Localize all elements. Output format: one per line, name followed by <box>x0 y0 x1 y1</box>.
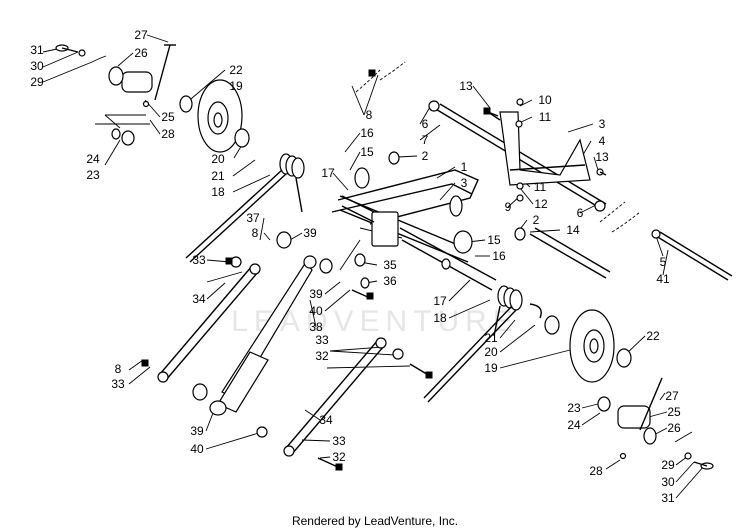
callout-10: 10 <box>538 93 552 107</box>
callout-26-right: 26 <box>667 421 681 435</box>
callout-29-right: 29 <box>661 458 675 472</box>
leader-lines <box>42 34 705 499</box>
callout-3-center: 3 <box>460 176 468 190</box>
callout-18: 18 <box>211 185 225 199</box>
callout-41: 41 <box>656 272 670 286</box>
callout-31-right: 31 <box>661 491 675 505</box>
callout-34-lower: 34 <box>319 413 333 427</box>
callout-6: 6 <box>421 117 429 131</box>
callout-6-right: 6 <box>576 206 584 220</box>
callout-32: 32 <box>315 349 329 363</box>
callout-30-right: 30 <box>661 475 675 489</box>
callout-17: 17 <box>321 166 335 180</box>
callout-23-right: 23 <box>567 401 581 415</box>
callout-2: 2 <box>421 149 429 163</box>
callout-8: 8 <box>365 108 373 122</box>
callout-22: 22 <box>229 63 243 77</box>
callout-8-center: 8 <box>251 226 259 240</box>
left-idler-wheel-assembly <box>55 44 250 153</box>
callout-19: 19 <box>229 79 243 93</box>
callout-27-right: 27 <box>665 389 679 403</box>
callout-29: 29 <box>30 75 44 89</box>
shock-absorber <box>209 231 333 416</box>
callout-32-lower: 32 <box>332 450 346 464</box>
callout-39: 39 <box>303 226 317 240</box>
callout-40: 40 <box>309 304 323 318</box>
callout-33-center: 33 <box>315 333 329 347</box>
callout-11-lower: 11 <box>533 180 547 194</box>
center-frame <box>331 151 526 291</box>
callout-25: 25 <box>161 110 175 124</box>
callout-40-lower: 40 <box>190 442 204 456</box>
callout-12: 12 <box>534 197 548 211</box>
callout-31: 31 <box>30 43 44 57</box>
callout-3: 3 <box>598 117 606 131</box>
callout-21-right: 21 <box>484 331 498 345</box>
link-arm-lower <box>256 337 404 457</box>
callout-37: 37 <box>246 211 260 225</box>
link-arm-upper <box>157 256 261 401</box>
callout-9: 9 <box>504 200 512 214</box>
callout-24: 24 <box>86 152 100 166</box>
callout-22-right: 22 <box>646 329 660 343</box>
bolts <box>141 69 607 471</box>
callout-1: 1 <box>460 160 468 174</box>
callout-39-lower: 39 <box>190 424 204 438</box>
callout-15: 15 <box>360 145 374 159</box>
right-idler-wheel-assembly <box>544 309 714 470</box>
left-torsion-spring <box>185 153 305 263</box>
callout-28: 28 <box>161 127 175 141</box>
callout-14: 14 <box>566 223 580 237</box>
hardware-indicators <box>91 55 693 443</box>
callout-35: 35 <box>383 258 397 272</box>
callout-23: 23 <box>86 168 100 182</box>
callout-18-right: 18 <box>433 311 447 325</box>
callout-2-right: 2 <box>532 213 540 227</box>
callout-20: 20 <box>211 152 225 166</box>
callout-11: 11 <box>538 110 552 124</box>
callout-15-right: 15 <box>487 233 501 247</box>
callout-4: 4 <box>598 134 606 148</box>
callout-13: 13 <box>459 79 473 93</box>
callout-26: 26 <box>134 46 148 60</box>
callout-30: 30 <box>30 59 44 73</box>
callout-27: 27 <box>134 28 148 42</box>
callout-25-right: 25 <box>667 405 681 419</box>
callout-33-lower: 33 <box>332 434 346 448</box>
callout-34: 34 <box>192 292 206 306</box>
callout-36: 36 <box>383 274 397 288</box>
callout-33-left: 33 <box>111 377 125 391</box>
center-shaft <box>341 195 375 223</box>
rear-arm-bracket <box>428 98 733 281</box>
callout-7: 7 <box>421 133 429 147</box>
callout-19-right: 19 <box>484 361 498 375</box>
callout-5: 5 <box>659 255 667 269</box>
callout-20-right: 20 <box>484 345 498 359</box>
callout-33: 33 <box>192 253 206 267</box>
callout-8-left: 8 <box>114 362 122 376</box>
callout-17-right: 17 <box>433 294 447 308</box>
callout-16: 16 <box>360 126 374 140</box>
callout-39-shock: 39 <box>309 287 323 301</box>
callout-38: 38 <box>309 320 323 334</box>
callout-16-right: 16 <box>492 249 506 263</box>
callout-13-right: 13 <box>595 150 609 164</box>
footer-credit: Rendered by LeadVenture, Inc. <box>291 514 459 528</box>
callout-28-right: 28 <box>589 464 603 478</box>
callout-21: 21 <box>211 169 225 183</box>
callout-24-right: 24 <box>567 418 581 432</box>
right-torsion-spring <box>423 285 542 403</box>
